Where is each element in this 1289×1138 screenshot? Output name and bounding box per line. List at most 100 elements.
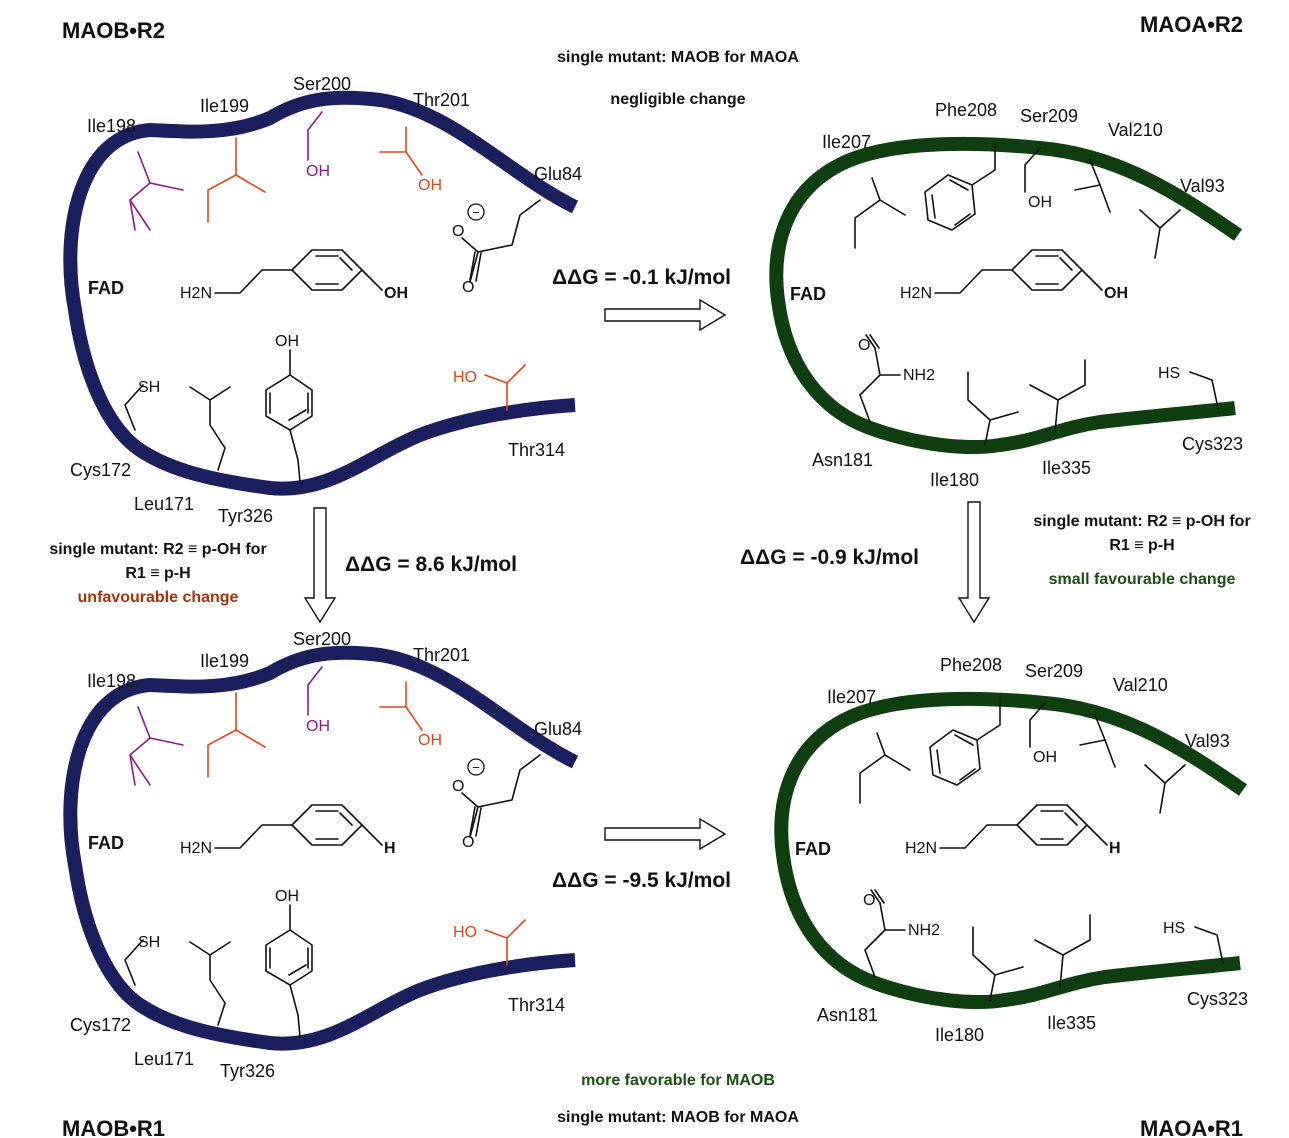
corner-maoa-r2: MAOA•R2	[1140, 12, 1243, 37]
ser200-oh-bottom: OH	[306, 718, 330, 735]
tyr326-oh-bottom: OH	[275, 888, 299, 905]
corner-maob-r1: MAOB•R1	[62, 1116, 165, 1138]
maoa-r1-panel: Ile207 Phe208 Ser209 Val210 Val93 Asn181…	[781, 655, 1248, 1045]
asn181-nh2-top: NH2	[903, 367, 935, 384]
glu84-o2-top: O	[462, 279, 474, 296]
res-ile180-top: Ile180	[930, 470, 979, 490]
res-thr314-top: Thr314	[508, 440, 565, 460]
res-ile207-top: Ile207	[822, 132, 871, 152]
bottom-favorable-label: more favorable for MAOB	[581, 1072, 775, 1089]
cys172-sh-bottom: SH	[138, 934, 160, 951]
res-val93-bottom: Val93	[1185, 731, 1230, 751]
bottom-mutant-label: single mutant: MAOB for MAOA	[557, 1109, 799, 1126]
res-ile199-top: Ile199	[200, 96, 249, 116]
ligand-oh-top-right: OH	[1104, 285, 1128, 302]
thr201-oh-top: OH	[418, 177, 442, 194]
maoa-r2-panel: Ile207 Phe208 Ser209 Val210 Val93 Asn181…	[776, 100, 1243, 490]
res-ser200-bottom: Ser200	[293, 629, 351, 649]
ddg-top: ΔΔG = -0.1 kJ/mol	[552, 266, 731, 289]
arrow-right-bottom-icon	[604, 817, 727, 851]
left-mutant-line1: single mutant: R2 ≡ p-OH for	[49, 541, 266, 558]
left-mutant-line2: R1 ≡ p-H	[125, 565, 190, 582]
ligand-h2n-bottom-left: H2N	[180, 840, 212, 857]
res-ile199-bottom: Ile199	[200, 651, 249, 671]
fad-label-top-left: FAD	[88, 278, 124, 298]
ddg-left: ΔΔG = 8.6 kJ/mol	[345, 553, 517, 576]
ligand-h-bottom-left: H	[384, 840, 396, 857]
res-phe208-bottom: Phe208	[940, 655, 1002, 675]
res-tyr326-top: Tyr326	[218, 506, 273, 526]
ligand-r1-bottom-right: H2N H	[905, 804, 1121, 857]
ligand-r1-bottom-left: H2N H	[180, 804, 396, 857]
left-unfavourable: unfavourable change	[78, 589, 239, 606]
minus-sign-bottom: −	[472, 760, 480, 775]
ddg-right: ΔΔG = -0.9 kJ/mol	[740, 546, 919, 569]
glu84-o-bottom: O	[452, 778, 464, 795]
negative-charge-icon	[467, 203, 485, 221]
negative-charge-icon	[467, 758, 485, 776]
res-cys323-top: Cys323	[1182, 434, 1243, 454]
right-favourable: small favourable change	[1049, 571, 1236, 588]
ligand-h2n-bottom-right: H2N	[905, 840, 937, 857]
res-asn181-top: Asn181	[812, 450, 873, 470]
top-change-label: negligible change	[610, 91, 745, 108]
cys323-hs-top: HS	[1158, 365, 1180, 382]
res-thr201-bottom: Thr201	[413, 645, 470, 665]
res-val93-top: Val93	[1180, 176, 1225, 196]
res-ser200-top: Ser200	[293, 74, 351, 94]
ligand-h2n-top-right: H2N	[900, 285, 932, 302]
fad-label-bottom-left: FAD	[88, 833, 124, 853]
res-ile207-bottom: Ile207	[827, 687, 876, 707]
ser200-oh-top: OH	[306, 163, 330, 180]
fad-label-bottom-right: FAD	[795, 839, 831, 859]
corner-maob-r2: MAOB•R2	[62, 18, 165, 43]
ser209-oh-top: OH	[1028, 194, 1052, 211]
right-mutant-line2: R1 ≡ p-H	[1109, 537, 1174, 554]
minus-sign-top: −	[472, 205, 480, 220]
res-cys172-bottom: Cys172	[70, 1015, 131, 1035]
maob-r2-panel: Ile198 Ile199 Ser200 Thr201 Glu84 Cys172…	[70, 74, 582, 526]
glu84-o-top: O	[452, 223, 464, 240]
res-tyr326-bottom: Tyr326	[220, 1061, 275, 1081]
thr314-ho-top: HO	[453, 369, 477, 386]
res-glu84-top: Glu84	[534, 164, 582, 184]
res-val210-bottom: Val210	[1113, 675, 1168, 695]
top-mutant-label: single mutant: MAOB for MAOA	[557, 49, 799, 66]
res-ile335-bottom: Ile335	[1047, 1013, 1096, 1033]
res-val210-top: Val210	[1108, 120, 1163, 140]
arrow-down-left-icon	[303, 507, 337, 624]
asn181-o-top: O	[858, 337, 870, 354]
res-ile180-bottom: Ile180	[935, 1025, 984, 1045]
cys172-sh-top: SH	[138, 379, 160, 396]
glu84-o2-bottom: O	[462, 834, 474, 851]
res-phe208-top: Phe208	[935, 100, 997, 120]
ligand-h-bottom-right: H	[1109, 840, 1121, 857]
res-cys172-top: Cys172	[70, 460, 131, 480]
cys323-hs-bottom: HS	[1163, 920, 1185, 937]
fad-label-top-right: FAD	[790, 284, 826, 304]
res-ser209-top: Ser209	[1020, 106, 1078, 126]
res-leu171-bottom: Leu171	[134, 1049, 194, 1069]
res-glu84-bottom: Glu84	[534, 719, 582, 739]
thr201-oh-bottom: OH	[418, 732, 442, 749]
arrow-right-top-icon	[604, 298, 727, 332]
res-cys323-bottom: Cys323	[1187, 989, 1248, 1009]
ligand-h2n-top-left: H2N	[180, 285, 212, 302]
res-ile198-bottom: Ile198	[87, 671, 136, 691]
tyr326-oh-top: OH	[275, 333, 299, 350]
corner-maoa-r1: MAOA•R1	[1140, 1116, 1243, 1138]
maob-r1-panel: Ile198 Ile199 Ser200 Thr201 Glu84 Cys172…	[70, 629, 582, 1081]
ligand-r2-top-right: H2N OH	[900, 249, 1128, 302]
res-thr314-bottom: Thr314	[508, 995, 565, 1015]
arrow-down-right-icon	[957, 501, 991, 624]
res-leu171-top: Leu171	[134, 494, 194, 514]
res-asn181-bottom: Asn181	[817, 1005, 878, 1025]
right-mutant-line1: single mutant: R2 ≡ p-OH for	[1033, 513, 1250, 530]
asn181-o-bottom: O	[863, 892, 875, 909]
thr314-ho-bottom: HO	[453, 924, 477, 941]
ser209-oh-bottom: OH	[1033, 749, 1057, 766]
ligand-oh-top-left: OH	[384, 285, 408, 302]
res-ile198-top: Ile198	[87, 116, 136, 136]
res-thr201-top: Thr201	[413, 90, 470, 110]
